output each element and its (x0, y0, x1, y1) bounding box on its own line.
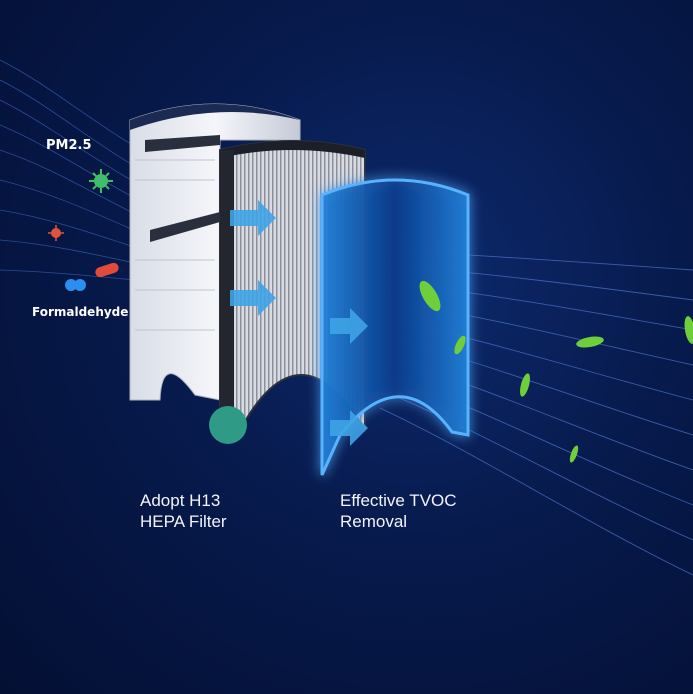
hepa-caption-line1: Adopt H13 (140, 491, 221, 510)
hepa-caption: Adopt H13 HEPA Filter (140, 490, 227, 532)
carbon-filter-layer (320, 178, 470, 476)
tvoc-caption-line1: Effective TVOC (340, 491, 457, 510)
pm25-label: PM2.5 (46, 138, 92, 153)
indicator-dot-icon (209, 406, 247, 444)
tvoc-caption-line2: Removal (340, 512, 408, 531)
outer-shell-layer (129, 103, 301, 401)
formaldehyde-molecule-icon (65, 262, 119, 291)
airflow-lines-left (0, 59, 191, 286)
bacteria-icon (48, 225, 64, 241)
hepa-caption-line2: HEPA Filter (140, 512, 227, 531)
airflow-arrow-icon (230, 200, 368, 446)
formaldehyde-label: Formaldehyde (32, 305, 129, 319)
tvoc-caption: Effective TVOC Removal (340, 490, 457, 532)
virus-icon (89, 169, 113, 193)
